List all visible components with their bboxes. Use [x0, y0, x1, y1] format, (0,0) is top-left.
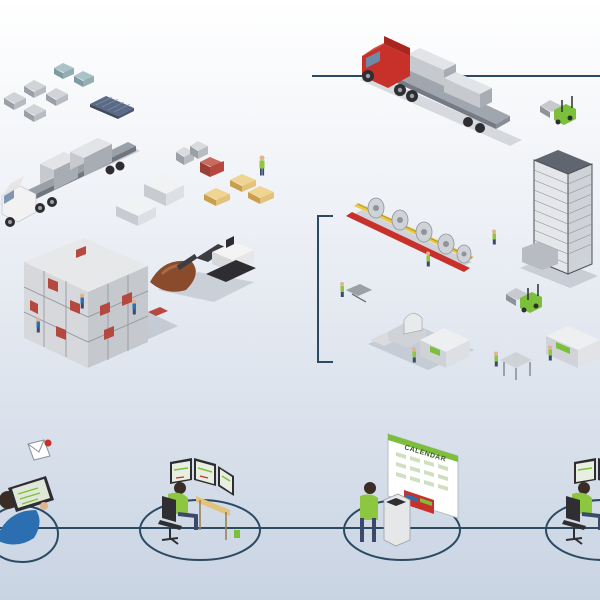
- workers-on-site: [36, 293, 136, 333]
- worker-standing: [259, 155, 265, 176]
- steel-cargo-right: [408, 54, 444, 86]
- cnc-machine: [546, 326, 600, 368]
- coil-processing-line: [346, 197, 474, 272]
- work-bench: [494, 351, 532, 380]
- roll-forming-machine: [368, 313, 474, 370]
- cargo-items-center-left: [116, 141, 274, 226]
- envelope-icon: [27, 439, 52, 461]
- worker-tower: [492, 229, 496, 245]
- worker-coil-line: [426, 251, 430, 267]
- trailer-deck-right: [384, 64, 510, 124]
- red-semi-truck: [360, 36, 522, 146]
- flatbed-truck-left: [0, 138, 140, 227]
- dirt-pile: [150, 260, 196, 292]
- solar-panel-stack: [90, 96, 134, 119]
- automated-storage-tower: [492, 150, 598, 288]
- inspection-station: [340, 282, 372, 303]
- excavator: [150, 236, 256, 302]
- forklift-top: [540, 96, 576, 125]
- workstation-1: [139, 458, 261, 561]
- material-bundles-top-left: [4, 63, 134, 122]
- brick-pallet: [200, 157, 224, 177]
- construction-building: [23, 238, 178, 368]
- worker-machine: [412, 347, 416, 363]
- forklift-middle: [506, 284, 542, 313]
- calendar-kiosk: CALENDAR: [343, 433, 461, 561]
- wood-bundle: [230, 174, 256, 192]
- person-with-tablet: [0, 476, 59, 563]
- office-chair: [162, 496, 176, 522]
- workstation-2: [545, 458, 600, 561]
- precast-block: [144, 175, 184, 206]
- connector-bracket: [317, 215, 333, 363]
